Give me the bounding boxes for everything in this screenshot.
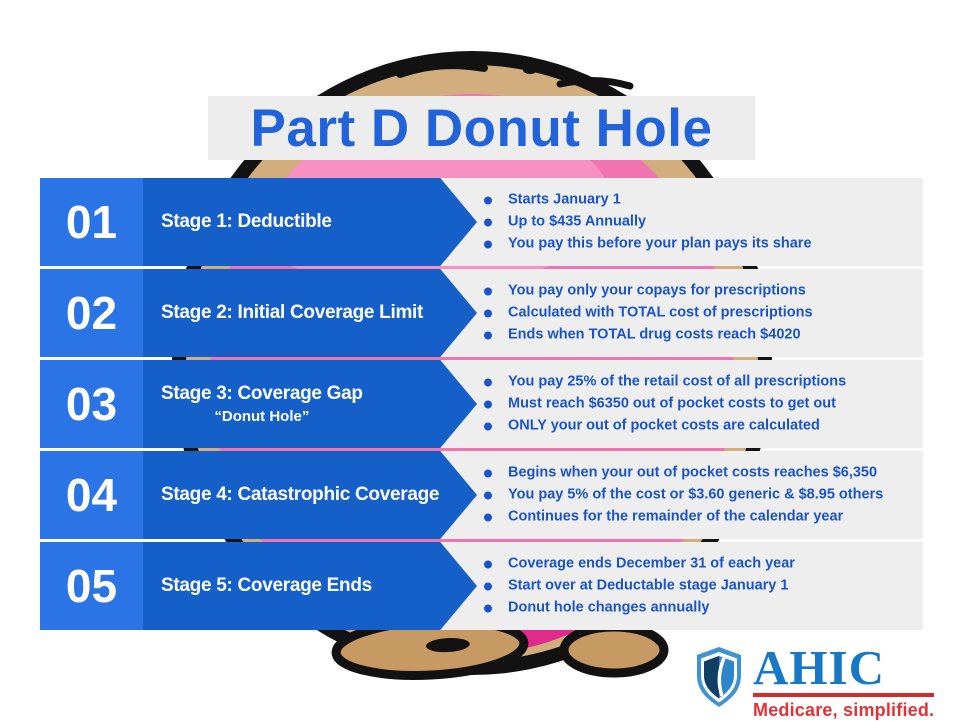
bullet-text: Coverage ends December 31 of each year [508,555,795,572]
bullet-text: Up to $435 Annually [508,213,647,230]
stage-3-sublabel: “Donut Hole” [214,408,310,425]
bullet-dot-icon [484,582,492,590]
bullet-text: You pay this before your plan pays its s… [508,235,812,252]
bullet-item: You pay 25% of the retail cost of all pr… [475,373,847,390]
stage-2-number-box: 02 [40,269,143,357]
stage-4-bullets: Begins when your out of pocket costs rea… [475,464,884,525]
stage-4-number: 04 [65,469,118,521]
bullet-item: Continues for the remainder of the calen… [475,508,883,525]
stage-row-5: 05 Stage 5: Coverage Ends Coverage ends … [40,542,923,630]
bullet-dot-icon [484,513,492,521]
stage-2-bullets: You pay only your copays for prescriptio… [475,282,813,343]
bullet-item: Starts January 1 [475,191,812,208]
stage-2-number: 02 [65,287,118,339]
bullet-dot-icon [484,560,492,568]
bullet-text: Start over at Deductable stage January 1 [508,577,789,594]
bullet-item: Coverage ends December 31 of each year [475,555,795,572]
bullet-item: Begins when your out of pocket costs rea… [475,464,883,481]
bullet-item: Donut hole changes annually [475,599,795,616]
stage-2-label: Stage 2: Initial Coverage Limit [161,302,424,323]
stage-row-2: 02 Stage 2: Initial Coverage Limit You p… [40,269,923,357]
stage-5-bullets: Coverage ends December 31 of each year S… [475,555,795,616]
stage-1-number-box: 01 [40,178,143,266]
stage-3-number: 03 [65,378,118,430]
stage-4-label: Stage 4: Catastrophic Coverage [161,484,440,505]
stage-5-number-box: 05 [40,542,143,630]
bullet-dot-icon [484,218,492,226]
bullet-text: You pay only your copays for prescriptio… [508,282,806,299]
stage-1-bullets: Starts January 1 Up to $435 Annually You… [475,191,812,252]
bullet-item: Must reach $6350 out of pocket costs to … [475,395,846,412]
bullet-item: You pay 5% of the cost or $3.60 generic … [475,486,884,503]
bullet-text: ONLY your out of pocket costs are calcul… [508,417,820,434]
stage-5-arrow-banner: Stage 5: Coverage Ends [143,542,477,630]
bullet-dot-icon [484,240,492,248]
stage-row-1: 01 Stage 1: Deductible Starts January 1 … [40,178,923,266]
bullet-text: Starts January 1 [508,191,621,208]
bullet-text: Must reach $6350 out of pocket costs to … [508,395,836,412]
stage-row-3: 03 Stage 3: Coverage Gap “Donut Hole” Yo… [40,360,923,448]
bullet-text: Begins when your out of pocket costs rea… [508,464,878,481]
stage-1-arrow-banner: Stage 1: Deductible [143,178,477,266]
bullet-dot-icon [484,331,492,339]
bullet-dot-icon [484,378,492,386]
logo-rule [753,693,935,697]
stage-5-label: Stage 5: Coverage Ends [161,575,372,596]
logo-wordmark: AHIC [753,640,885,695]
bullet-item: ONLY your out of pocket costs are calcul… [475,417,846,434]
bullet-dot-icon [484,469,492,477]
bullet-item: Ends when TOTAL drug costs reach $4020 [475,326,813,343]
stage-3-number-box: 03 [40,360,143,448]
bullet-dot-icon [484,491,492,499]
ahic-logo: AHIC Medicare, simplified. [694,640,935,721]
bullet-text: Donut hole changes annually [508,599,710,616]
bullet-item: Up to $435 Annually [475,213,812,230]
bullet-item: Calculated with TOTAL cost of prescripti… [475,304,813,321]
bullet-text: Calculated with TOTAL cost of prescripti… [508,304,813,321]
bullet-item: You pay only your copays for prescriptio… [475,282,813,299]
bullet-item: Start over at Deductable stage January 1 [475,577,795,594]
bullet-text: Continues for the remainder of the calen… [508,508,844,525]
logo-tagline: Medicare, simplified. [753,700,935,720]
stage-3-bullets: You pay 25% of the retail cost of all pr… [475,373,847,434]
stage-5-number: 05 [65,560,118,612]
bullet-text: Ends when TOTAL drug costs reach $4020 [508,326,801,343]
bullet-dot-icon [484,287,492,295]
page-title: Part D Donut Hole [250,98,713,158]
bullet-dot-icon [484,400,492,408]
stage-4-number-box: 04 [40,451,143,539]
stage-row-4: 04 Stage 4: Catastrophic Coverage Begins… [40,451,923,539]
stage-1-number: 01 [65,196,118,248]
bullet-dot-icon [484,196,492,204]
stage-3-label: Stage 3: Coverage Gap [161,383,363,404]
stage-1-label: Stage 1: Deductible [161,211,332,232]
bullet-dot-icon [484,309,492,317]
bullet-text: You pay 25% of the retail cost of all pr… [508,373,847,390]
bullet-item: You pay this before your plan pays its s… [475,235,812,252]
stage-2-arrow-banner: Stage 2: Initial Coverage Limit [143,269,477,357]
stage-4-arrow-banner: Stage 4: Catastrophic Coverage [143,451,477,539]
shield-icon [697,647,741,707]
bullet-dot-icon [484,422,492,430]
title-banner: Part D Donut Hole [208,96,755,160]
stage-3-arrow-banner: Stage 3: Coverage Gap “Donut Hole” [143,360,477,448]
bullet-dot-icon [484,604,492,612]
bullet-text: You pay 5% of the cost or $3.60 generic … [508,486,884,503]
